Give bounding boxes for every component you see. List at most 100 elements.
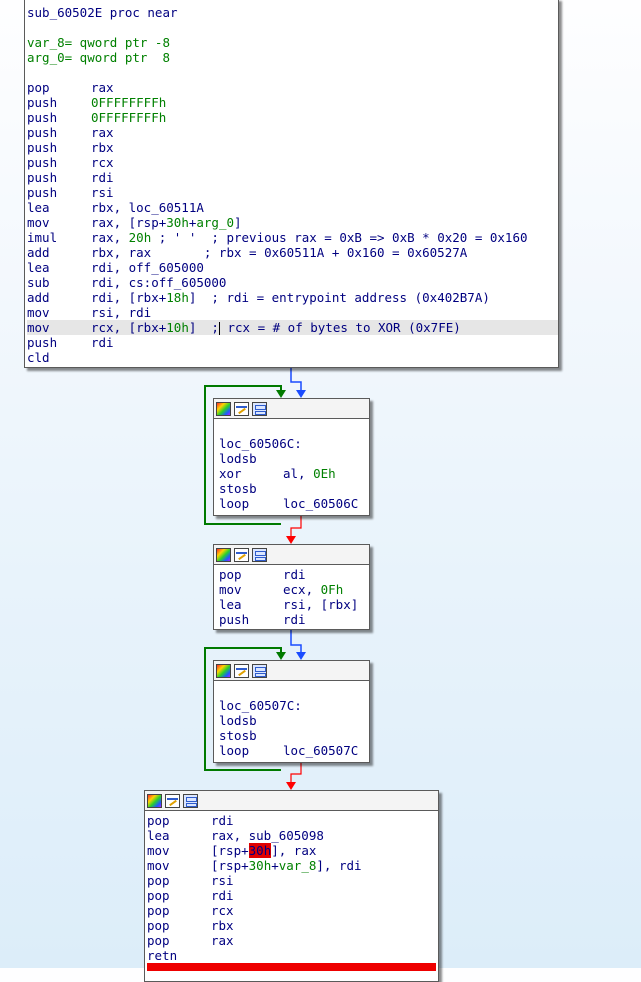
instruction-line[interactable]: mov[rsp+30h], rax (147, 843, 438, 858)
mnemonic: retn (147, 948, 178, 963)
instruction-line[interactable]: lea rdi, off_605000 (27, 260, 558, 275)
mnemonic: mov (27, 305, 50, 320)
edit-icon[interactable] (234, 401, 249, 416)
graph-icon[interactable] (252, 547, 267, 562)
operand: 0Fh (320, 582, 344, 597)
operand: rcx (91, 155, 114, 170)
label-line[interactable]: var_8= qword ptr -8 (27, 35, 558, 50)
label-line[interactable]: loc_60507C: (219, 698, 369, 713)
operand: rdi (211, 888, 234, 903)
operand: rdi, cs:off_605000 (91, 275, 227, 290)
instruction-line[interactable]: lodsb (219, 713, 369, 728)
mnemonic: lea (27, 260, 50, 275)
mnemonic: loop (219, 496, 250, 511)
color-icon[interactable] (216, 663, 231, 678)
mnemonic: mov (27, 320, 50, 335)
operand: ] (234, 215, 242, 230)
mnemonic: xor (219, 466, 242, 481)
instruction-line[interactable]: pop rdi (147, 888, 438, 903)
instruction-line[interactable]: lodsb (219, 451, 369, 466)
edit-icon[interactable] (165, 793, 180, 808)
instruction-line[interactable]: retn (147, 948, 438, 963)
mnemonic: stosb (219, 481, 257, 496)
label-line[interactable]: loc_60506C: (219, 436, 369, 451)
color-icon[interactable] (216, 547, 231, 562)
mnemonic: push (27, 125, 58, 140)
mnemonic: pop (27, 80, 50, 95)
edit-icon[interactable] (234, 547, 249, 562)
mnemonic: pop (147, 888, 170, 903)
edge-arrow-blue-1 (296, 390, 306, 398)
label-line[interactable]: sub_60502E proc near (27, 5, 558, 20)
instruction-line[interactable]: pop rdi (219, 567, 369, 582)
edit-icon[interactable] (234, 663, 249, 678)
graph-icon[interactable] (252, 401, 267, 416)
operand: rdi, off_605000 (91, 260, 204, 275)
mnemonic: cld (27, 350, 50, 365)
label-line[interactable]: arg_0= qword ptr 8 (27, 50, 558, 65)
mnemonic: pop (219, 567, 242, 582)
graph-icon[interactable] (183, 793, 198, 808)
label-line[interactable] (219, 421, 369, 436)
mnemonic: mov (27, 215, 50, 230)
mnemonic: push (27, 335, 58, 350)
operand: rbx (91, 140, 114, 155)
label-line[interactable] (219, 683, 369, 698)
operand: rdi (283, 567, 306, 582)
label-line[interactable] (27, 65, 558, 80)
mnemonic: loop (219, 743, 250, 758)
instruction-line[interactable]: stosb (219, 481, 369, 496)
mnemonic: mov (219, 582, 242, 597)
operand: rdi, [rbx+ (91, 290, 167, 305)
graph-icon[interactable] (252, 663, 267, 678)
label-line[interactable] (27, 20, 558, 35)
listing-text: sub_60502E proc near (27, 5, 178, 20)
listing-text: arg_0= qword ptr 8 (27, 50, 170, 65)
instruction-line[interactable]: mov[rsp+30h+var_8], rdi (147, 858, 438, 873)
instruction-line[interactable]: cld (27, 350, 558, 365)
mnemonic: mov (147, 843, 170, 858)
color-icon[interactable] (216, 401, 231, 416)
operand: 20h (128, 230, 152, 245)
instruction-line[interactable]: stosb (219, 728, 369, 743)
operand: 0FFFFFFFFh (91, 95, 167, 110)
block-header (214, 661, 369, 681)
mnemonic: lea (147, 828, 170, 843)
mnemonic: lea (219, 597, 242, 612)
color-icon[interactable] (147, 793, 162, 808)
